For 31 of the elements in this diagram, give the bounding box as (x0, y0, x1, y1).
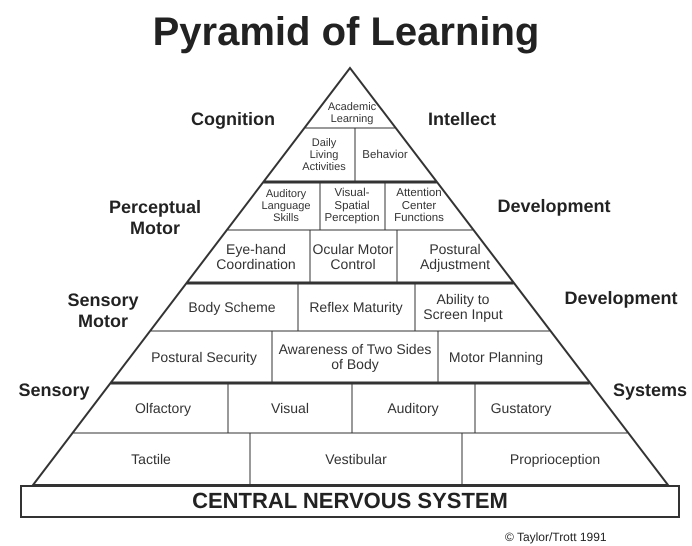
pyramid-cell-text: Olfactory (101, 400, 225, 416)
pyramid-cell-text: Proprioception (465, 452, 645, 467)
pyramid-cell-text: Behavior (354, 148, 416, 162)
pyramid-cell-text: Ocular Motor Control (311, 242, 395, 272)
pyramid-cell-text: Awareness of Two Sides of Body (272, 342, 438, 372)
pyramid-cell-text: Tactile (61, 452, 241, 467)
pyramid-cell-text: Body Scheme (170, 300, 294, 315)
credit-text: © Taylor/Trott 1991 (505, 530, 607, 544)
side-label: Perceptual Motor (108, 196, 202, 240)
side-label: Intellect (428, 109, 496, 131)
side-label: Sensory Motor (66, 290, 140, 333)
side-label: Sensory (18, 380, 90, 402)
pyramid-cell-text: Eye-hand Coordination (204, 242, 308, 272)
pyramid-cell-text: Auditory Language Skills (255, 188, 317, 224)
pyramid-cell-text: Postural Adjustment (399, 242, 511, 272)
pyramid-cell-text: Visual (230, 400, 350, 416)
base-bar: CENTRAL NERVOUS SYSTEM (20, 485, 680, 518)
pyramid-cell-text: Vestibular (256, 452, 456, 467)
pyramid-cell-text: Academic Learning (316, 101, 388, 126)
pyramid-cell-text: Daily Living Activities (298, 137, 350, 174)
side-label: Development (498, 196, 611, 218)
side-label: Development (564, 288, 678, 310)
side-label: Cognition (191, 109, 275, 131)
pyramid-cell-text: Postural Security (142, 350, 266, 365)
side-label: Systems (613, 380, 688, 402)
pyramid-cell-text: Motor Planning (441, 350, 551, 365)
pyramid-cell-text: Reflex Maturity (299, 300, 413, 315)
pyramid-cell-text: Attention Center Functions (385, 187, 453, 225)
title: Pyramid of Learning (152, 9, 540, 56)
pyramid-cell-text: Ability to Screen Input (413, 292, 513, 322)
pyramid-cell-text: Visual-Spatial Perception (319, 187, 385, 225)
